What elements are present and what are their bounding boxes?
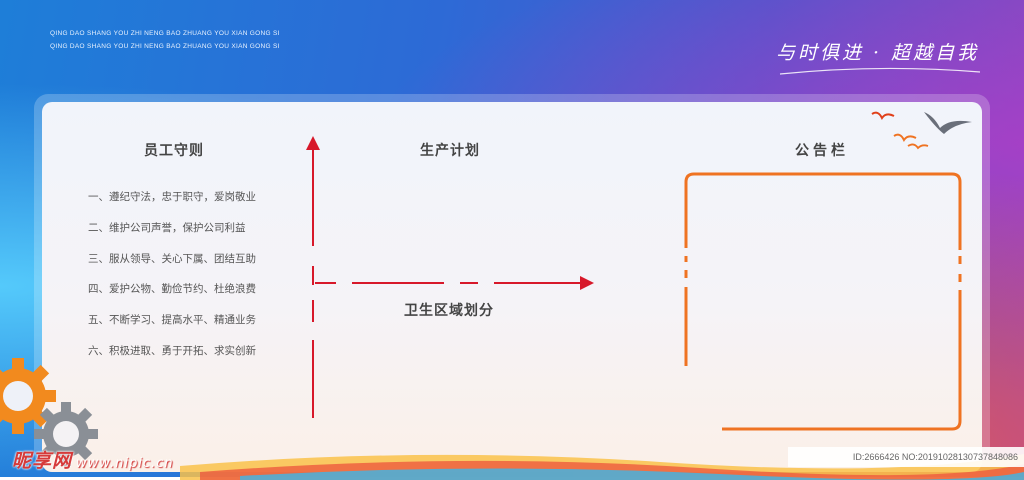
hygiene-title: 卫生区域划分 bbox=[404, 303, 494, 319]
list-item: 六、积极进取、勇于开拓、求实创新 bbox=[88, 344, 256, 357]
list-item: 五、不断学习、提高水平、精通业务 bbox=[88, 314, 256, 327]
employee-rules-title: 员工守则 bbox=[144, 143, 204, 159]
bulletin-title: 公告栏 bbox=[795, 143, 849, 159]
list-item: 三、服从领导、关心下属、团结互助 bbox=[88, 252, 256, 265]
production-plan-title: 生产计划 bbox=[420, 143, 480, 159]
watermark-brand: 昵享网 bbox=[12, 450, 73, 472]
rules-list: 一、遵纪守法，忠于职守，爱岗敬业 二、维护公司声誉，保护公司利益 三、服从领导、… bbox=[88, 190, 256, 375]
company-tagline: QING DAO SHANG YOU ZHI NENG BAO ZHUANG Y… bbox=[50, 30, 280, 37]
slogan-underline bbox=[779, 67, 981, 75]
gear-icon bbox=[0, 358, 56, 434]
list-item: 一、遵纪守法，忠于职守，爱岗敬业 bbox=[88, 191, 256, 203]
bird-icon bbox=[871, 111, 972, 150]
board-panel bbox=[42, 102, 982, 472]
watermark-site: www.nipic.cn bbox=[76, 456, 174, 471]
image-id-label: ID:2666426 NO:20191028130737848086 bbox=[788, 447, 1024, 467]
gear-icon bbox=[34, 402, 98, 466]
slogan: 与时俱进 · 超越自我 bbox=[776, 42, 980, 64]
list-item: 二、维护公司声誉，保护公司利益 bbox=[88, 221, 246, 234]
list-item: 四、爱护公物、勤俭节约、杜绝浪费 bbox=[88, 283, 256, 296]
company-tagline: QING DAO SHANG YOU ZHI NENG BAO ZHUANG Y… bbox=[50, 43, 280, 50]
